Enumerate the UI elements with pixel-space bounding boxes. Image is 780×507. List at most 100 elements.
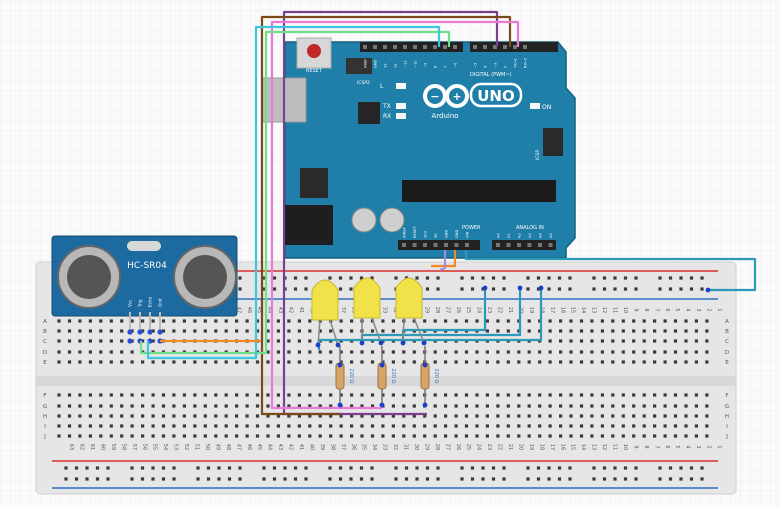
breadboard-hole[interactable] [705,350,709,354]
breadboard-hole[interactable] [350,360,354,364]
breadboard-hole[interactable] [203,414,207,418]
breadboard-hole[interactable] [548,319,552,323]
breadboard-hole[interactable] [78,393,82,397]
breadboard-hole[interactable] [172,360,176,364]
breadboard-hole[interactable] [318,350,322,354]
breadboard-hole[interactable] [109,360,113,364]
breadboard-hole[interactable] [67,393,72,397]
rail-hole[interactable] [404,466,409,470]
breadboard-hole[interactable] [642,350,646,354]
breadboard-hole[interactable] [412,360,416,364]
breadboard-hole[interactable] [67,434,72,438]
breadboard-hole[interactable] [370,434,375,438]
digital-pin[interactable] [443,45,447,49]
breadboard-hole[interactable] [527,424,531,428]
digital-pin[interactable] [483,45,487,49]
breadboard-hole[interactable] [78,414,82,418]
breadboard-hole[interactable] [276,424,280,428]
breadboard-hole[interactable] [141,414,145,418]
breadboard-hole[interactable] [454,414,458,418]
rail-hole[interactable] [634,276,638,280]
rail-hole[interactable] [526,477,530,481]
breadboard-hole[interactable] [141,360,145,364]
rail-hole[interactable] [536,287,541,291]
breadboard-hole[interactable] [559,404,563,408]
breadboard-hole[interactable] [182,414,186,418]
breadboard-hole[interactable] [78,404,82,408]
breadboard-hole[interactable] [318,404,322,408]
breadboard-hole[interactable] [360,424,364,428]
breadboard-hole[interactable] [485,319,489,323]
breadboard-hole[interactable] [161,434,166,438]
breadboard-hole[interactable] [569,339,573,343]
rail-hole[interactable] [592,477,596,481]
breadboard-hole[interactable] [538,414,542,418]
breadboard-hole[interactable] [454,360,458,364]
breadboard-hole[interactable] [517,350,521,354]
breadboard-hole[interactable] [130,404,134,408]
breadboard-hole[interactable] [161,319,166,323]
breadboard-hole[interactable] [684,339,688,343]
breadboard-hole[interactable] [590,434,594,438]
breadboard-hole[interactable] [579,329,584,333]
breadboard-hole[interactable] [496,329,500,333]
rail-hole[interactable] [394,466,398,470]
breadboard-hole[interactable] [276,404,280,408]
breadboard-hole[interactable] [423,424,427,428]
rail-hole[interactable] [623,466,628,470]
breadboard-hole[interactable] [276,393,280,397]
breadboard-hole[interactable] [611,329,615,333]
breadboard-hole[interactable] [287,434,291,438]
breadboard-hole[interactable] [475,424,479,428]
breadboard-hole[interactable] [621,360,625,364]
digital-pin[interactable] [413,45,417,49]
breadboard-hole[interactable] [444,434,448,438]
breadboard-hole[interactable] [318,424,322,428]
rail-hole[interactable] [415,477,419,481]
breadboard-hole[interactable] [391,360,395,364]
rail-hole[interactable] [238,276,242,280]
digital-pin[interactable] [503,45,507,49]
breadboard-hole[interactable] [99,329,103,333]
breadboard-hole[interactable] [381,329,385,333]
breadboard-hole[interactable] [245,424,249,428]
breadboard-hole[interactable] [297,424,301,428]
breadboard-hole[interactable] [684,360,688,364]
breadboard-hole[interactable] [151,319,155,323]
breadboard-hole[interactable] [276,350,280,354]
breadboard-hole[interactable] [621,393,625,397]
breadboard-hole[interactable] [548,350,552,354]
breadboard-hole[interactable] [297,350,301,354]
rail-hole[interactable] [349,287,353,291]
breadboard-hole[interactable] [214,319,218,323]
breadboard-hole[interactable] [423,434,427,438]
breadboard-hole[interactable] [433,393,437,397]
breadboard-hole[interactable] [297,339,301,343]
breadboard-hole[interactable] [141,319,145,323]
breadboard-hole[interactable] [172,319,176,323]
breadboard-hole[interactable] [621,434,625,438]
breadboard-hole[interactable] [88,329,92,333]
rail-hole[interactable] [547,287,551,291]
breadboard-hole[interactable] [67,339,72,343]
rail-hole[interactable] [679,477,683,481]
rail-hole[interactable] [95,477,100,481]
breadboard-hole[interactable] [287,329,291,333]
rail-hole[interactable] [668,477,673,481]
rail-hole[interactable] [106,466,110,470]
breadboard-hole[interactable] [308,329,312,333]
breadboard-hole[interactable] [548,360,552,364]
breadboard-hole[interactable] [433,319,437,323]
breadboard-hole[interactable] [67,360,72,364]
breadboard-hole[interactable] [496,350,500,354]
breadboard-hole[interactable] [559,424,563,428]
breadboard-hole[interactable] [433,424,437,428]
rail-hole[interactable] [568,477,572,481]
breadboard-hole[interactable] [287,393,291,397]
breadboard-hole[interactable] [308,339,312,343]
breadboard-hole[interactable] [464,393,469,397]
rail-hole[interactable] [470,466,475,470]
breadboard-hole[interactable] [360,434,364,438]
rail-hole[interactable] [668,276,673,280]
breadboard-hole[interactable] [182,424,186,428]
